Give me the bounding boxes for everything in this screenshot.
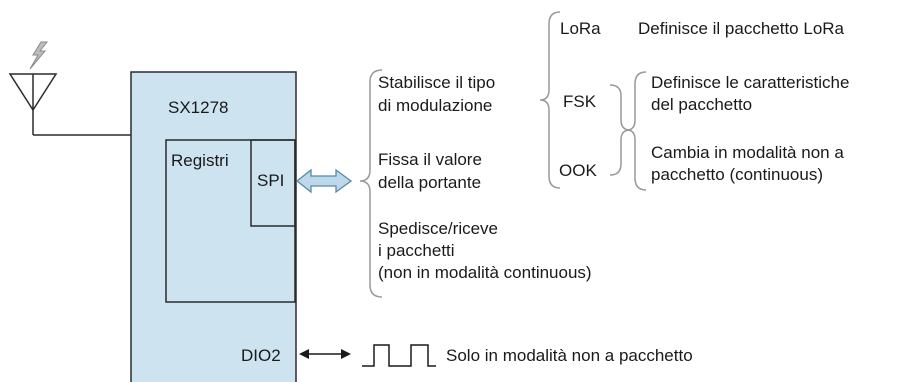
function-packets-line2: i pacchetti: [378, 241, 455, 260]
function-carrier-line1: Fissa il valore: [378, 150, 482, 169]
spi-functions-brace: [359, 69, 383, 298]
antenna-icon: [8, 73, 131, 136]
registers-label: Registri: [171, 151, 229, 170]
dio2-description: Solo in modalità non a pacchetto: [446, 346, 693, 365]
modulation-fsk: FSK: [563, 92, 597, 111]
modulations-brace: [539, 11, 561, 189]
function-packets-line1: Spedisce/riceve: [378, 219, 499, 238]
function-modulation-line1: Stabilisce il tipo: [378, 73, 496, 92]
dio2-arrow: [299, 349, 351, 359]
descriptions-brace: [626, 71, 647, 191]
modulation-lora: LoRa: [560, 19, 601, 38]
ook-description-line1: Cambia in modalità non a: [651, 143, 844, 162]
ook-description-line2: pacchetto (continuous): [651, 165, 823, 184]
function-packets-line3: (non in modalità continuous): [378, 263, 592, 282]
lora-description: Definisce il pacchetto LoRa: [638, 19, 845, 38]
fsk-description-line1: Definisce le caratteristiche: [651, 73, 850, 92]
dio2-label: DIO2: [241, 346, 281, 365]
modulation-ook: OOK: [559, 161, 597, 180]
spi-block: [250, 139, 296, 227]
spi-label: SPI: [257, 171, 285, 190]
function-carrier-line2: della portante: [378, 173, 482, 192]
function-modulation-line2: di modulazione: [378, 96, 493, 115]
fsk-description-line2: del pacchetto: [651, 95, 753, 114]
square-wave-icon: [362, 344, 436, 367]
double-arrow-icon: [295, 168, 353, 194]
lightning-icon: [29, 41, 49, 70]
chip-body: [130, 71, 297, 382]
chip-name: SX1278: [168, 98, 229, 117]
